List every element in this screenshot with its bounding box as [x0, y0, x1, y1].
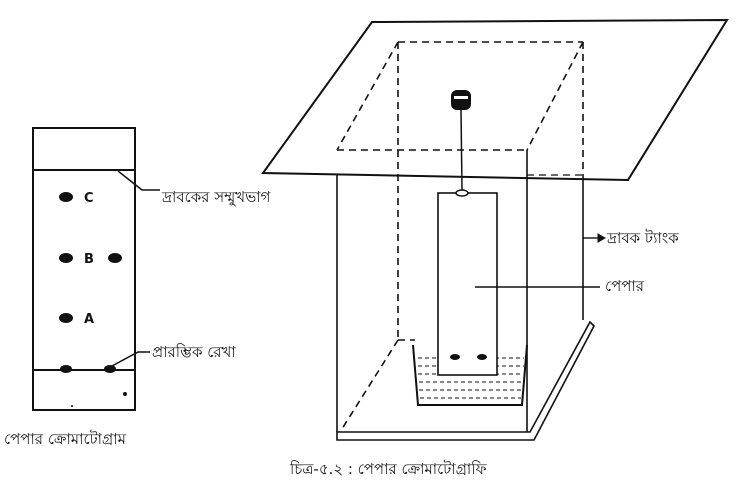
tank-lid: [261, 18, 729, 182]
beaker: [412, 344, 528, 406]
spots: [59, 192, 127, 407]
solvent-front-leader: [117, 170, 160, 191]
tank-base: [336, 320, 595, 441]
speck: [71, 405, 73, 407]
start-line-label: প্রারম্ভিক রেখা: [152, 343, 236, 361]
hanger-wire: [460, 109, 463, 191]
hook: [455, 189, 469, 197]
arrow-icon: [597, 233, 607, 243]
paper-strip: [437, 192, 498, 376]
chromatogram-caption: পেপার ক্রোমাটোগ্রাম: [4, 430, 127, 448]
stopper: [451, 90, 471, 110]
paper-label: পেপার: [605, 277, 645, 295]
spot-a: [59, 313, 73, 323]
tank-hidden-edges: [336, 41, 584, 433]
spot-label-b: B: [84, 252, 94, 267]
paper-spot: [477, 354, 487, 360]
solvent-tank: [261, 18, 729, 441]
tank-label: দ্রাবক ট্যাংক: [606, 229, 679, 247]
spot-label-c: C: [84, 191, 94, 206]
solvent-front-label: দ্রাবকের সম্মুখভাগ: [161, 188, 272, 206]
spot-c: [59, 192, 73, 202]
spot-b2: [108, 253, 122, 263]
figure-caption: চিত্র-৫.২ : পেপার ক্রোমাটোগ্রাফি: [289, 460, 488, 478]
paper-spot: [450, 354, 460, 360]
start-spot-1: [60, 365, 72, 373]
speck: [123, 392, 127, 396]
spot-label-a: A: [84, 312, 94, 327]
chromatogram-paper: [32, 127, 136, 411]
start-spot-2: [104, 365, 116, 373]
chromatogram: [32, 127, 160, 411]
spot-b1: [59, 253, 73, 263]
start-line-leader: [111, 351, 150, 367]
